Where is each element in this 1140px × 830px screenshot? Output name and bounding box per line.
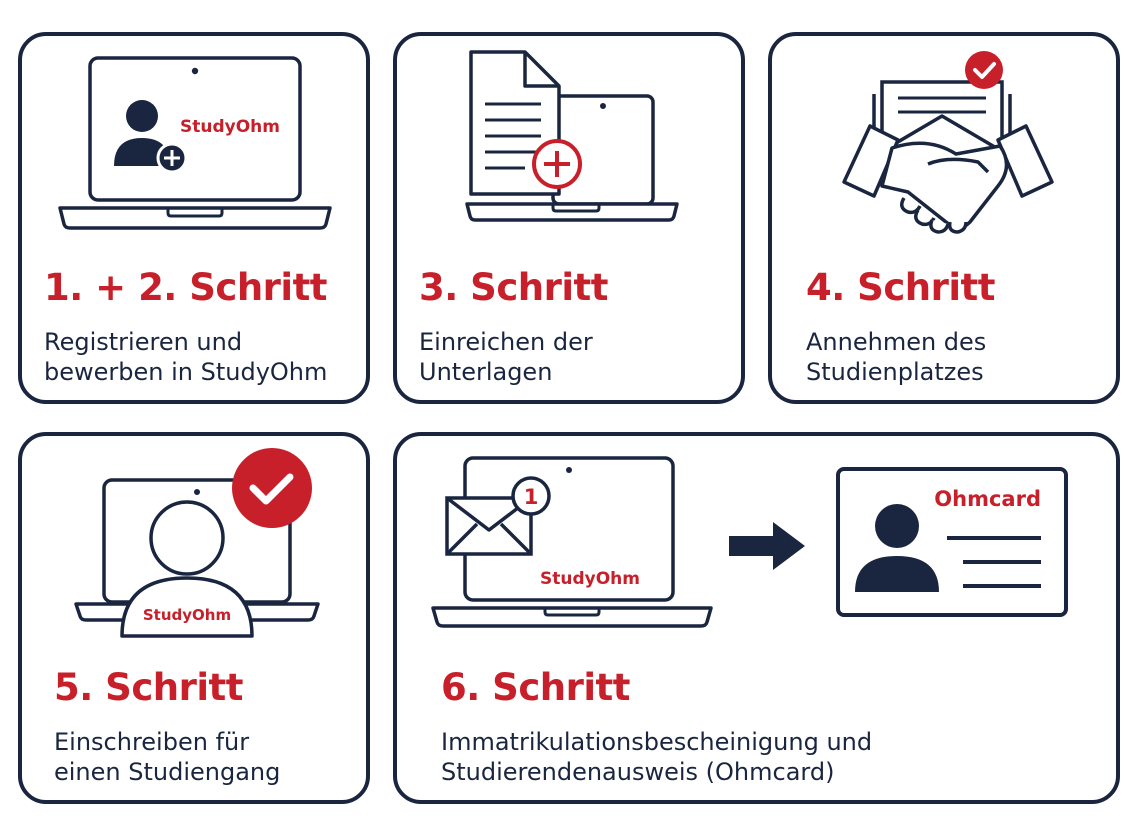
step-card-1: StudyOhm 1. + 2. Schritt Registrieren un… (18, 32, 370, 404)
add-circle-icon (532, 139, 582, 189)
step-desc-line-1: Annehmen des (806, 328, 987, 356)
id-card-icon: Ohmcard (836, 467, 1068, 617)
step-desc-line-2: Unterlagen (419, 358, 553, 386)
step-title: 3. Schritt (419, 266, 608, 309)
step-title: 4. Schritt (806, 266, 995, 309)
check-badge-icon (232, 448, 312, 528)
mail-notification-icon: 1 (445, 476, 551, 556)
step-title: 6. Schritt (441, 666, 630, 709)
studyohm-label: StudyOhm (180, 117, 280, 137)
handshake-envelope-icon (842, 51, 1054, 234)
user-icon (855, 504, 939, 592)
step-desc-line-2: Studienplatzes (806, 358, 984, 386)
step-card-3: 4. Schritt Annehmen des Studienplatzes (768, 32, 1120, 404)
envelope-icon (872, 80, 1012, 158)
ohmcard-label: Ohmcard (934, 487, 1041, 511)
laptop-enrollment-icon: StudyOhm (74, 448, 320, 638)
laptop-register-icon: StudyOhm (58, 56, 332, 230)
laptop-mail-icon: 1 StudyOhm (431, 456, 713, 628)
step-card-4: StudyOhm 5. Schritt Einschreiben für ein… (18, 432, 370, 804)
step-desc-line-1: Registrieren und (44, 328, 243, 356)
studyohm-label: StudyOhm (540, 569, 640, 589)
step-desc-line-1: Einreichen der (419, 328, 593, 356)
step-desc-line-1: Immatrikulationsbescheinigung und (441, 728, 873, 756)
handshake-icon (842, 124, 1054, 234)
step-title: 1. + 2. Schritt (44, 266, 327, 309)
step-desc-line-2: einen Studiengang (54, 758, 281, 786)
check-badge-icon (965, 51, 1003, 89)
step-desc-line-2: bewerben in StudyOhm (44, 358, 328, 386)
arrow-right-icon (729, 522, 805, 570)
step-card-2: 3. Schritt Einreichen der Unterlagen (393, 32, 745, 404)
step-card-5: 1 StudyOhm Ohmcard 6. Schritt Immatrikul… (393, 432, 1120, 804)
step-title: 5. Schritt (54, 666, 243, 709)
user-icon (120, 500, 254, 638)
studyohm-label: StudyOhm (143, 606, 231, 624)
notification-count: 1 (524, 485, 539, 509)
user-add-icon (114, 100, 188, 174)
step-desc-line-2: Studierendenausweis (Ohmcard) (441, 758, 835, 786)
step-desc-line-1: Einschreiben für (54, 728, 250, 756)
documents-upload-icon (465, 50, 679, 222)
